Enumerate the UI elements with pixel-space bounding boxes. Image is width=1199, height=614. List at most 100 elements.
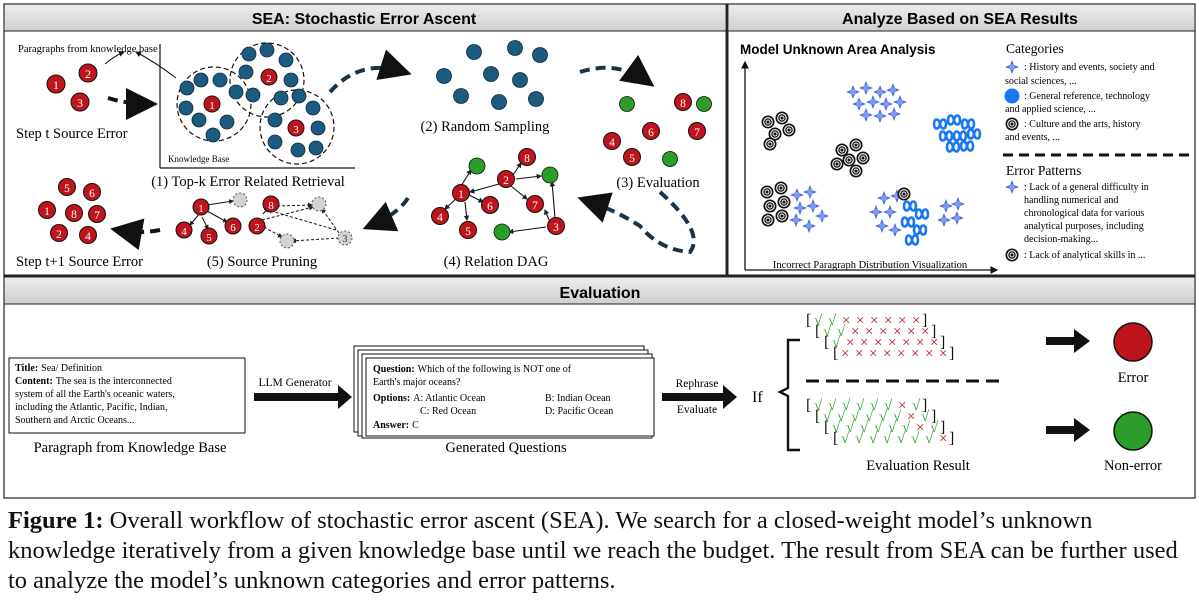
eval-error-node-6: 6 bbox=[642, 122, 660, 140]
result-bracket: ] bbox=[949, 345, 954, 362]
svg-text:2: 2 bbox=[85, 67, 91, 81]
paragraph-card: Title:Sea/ Definition Content:The sea is… bbox=[8, 357, 246, 456]
check-mark-icon: √ bbox=[879, 409, 888, 425]
check-mark-icon: √ bbox=[855, 431, 864, 447]
cross-mark-icon: × bbox=[893, 324, 901, 340]
result-bracket: ] bbox=[940, 419, 945, 436]
categories-legend: Categories : History and events, society… bbox=[1003, 41, 1190, 157]
check-mark-icon: √ bbox=[860, 420, 869, 436]
svg-text:1: 1 bbox=[53, 78, 59, 92]
categories-title: Categories bbox=[1006, 41, 1064, 56]
cluster-openai-2 bbox=[829, 137, 871, 179]
result-bracket: [ bbox=[833, 430, 838, 447]
svg-text:2: 2 bbox=[56, 229, 62, 241]
svg-text:1: 1 bbox=[209, 100, 215, 112]
cluster-claude-1 bbox=[846, 81, 907, 123]
cross-mark-icon: × bbox=[846, 335, 854, 351]
check-mark-icon: √ bbox=[828, 398, 837, 414]
check-mark-icon: √ bbox=[842, 398, 851, 414]
dag-node-2: 2 bbox=[497, 170, 515, 188]
svg-text:1: 1 bbox=[458, 189, 464, 201]
cross-mark-icon: × bbox=[883, 346, 891, 362]
cross-mark-icon: × bbox=[865, 324, 873, 340]
dashed-arrow-4 bbox=[577, 190, 696, 255]
t1-node-8: 8 bbox=[65, 204, 83, 222]
result-bracket: ] bbox=[931, 408, 936, 425]
dashed-arrow-5 bbox=[362, 196, 410, 232]
llm-generator-arrow: LLM Generator bbox=[254, 377, 352, 409]
cluster-mixed-1 bbox=[759, 180, 829, 233]
check-mark-icon: √ bbox=[841, 431, 850, 447]
pattern-1-line-5: decision-making... bbox=[1024, 234, 1098, 245]
cross-mark-icon: × bbox=[916, 420, 924, 436]
svg-text:Title:Sea/ Definition: Title:Sea/ Definition bbox=[15, 363, 102, 374]
svg-text:1: 1 bbox=[198, 203, 204, 215]
dag-node-8: 8 bbox=[518, 148, 536, 166]
cluster-meta-1 bbox=[932, 114, 982, 153]
cross-mark-icon: × bbox=[856, 313, 864, 329]
check-mark-icon: √ bbox=[930, 420, 939, 436]
cross-mark-icon: × bbox=[939, 431, 947, 447]
error-patterns-legend: Error Patterns : Lack of a general diffi… bbox=[1004, 163, 1149, 263]
questions-caption: Generated Questions bbox=[445, 440, 567, 456]
generated-questions-card: Question:Which of the following is NOT o… bbox=[353, 345, 655, 456]
error-arrow bbox=[1046, 329, 1090, 353]
cross-mark-icon: × bbox=[907, 324, 915, 340]
paragraph-title: Sea/ Definition bbox=[41, 363, 102, 374]
check-mark-icon: √ bbox=[902, 420, 911, 436]
prune-node-8: 8 bbox=[262, 195, 280, 213]
result-bracket: [ bbox=[815, 323, 820, 340]
check-mark-icon: √ bbox=[823, 409, 832, 425]
sea-step-t: 1 2 3 Step t Source Error bbox=[16, 63, 128, 142]
cross-mark-icon: × bbox=[870, 313, 878, 329]
check-mark-icon: √ bbox=[865, 409, 874, 425]
svg-text:6: 6 bbox=[89, 188, 95, 200]
retrieval-label: (1) Top-k Error Related Retrieval bbox=[151, 174, 345, 190]
pattern-2-line-1: : Lack of analytical skills in ... bbox=[1024, 250, 1145, 261]
prune-gray-node-3: 3 bbox=[337, 230, 353, 246]
caption-text: Overall workflow of stochastic error asc… bbox=[8, 507, 1178, 594]
cross-mark-icon: × bbox=[898, 398, 906, 414]
svg-text:2: 2 bbox=[254, 222, 260, 234]
dashed-arrow-3 bbox=[579, 54, 655, 87]
prune-node-4: 4 bbox=[175, 221, 193, 239]
check-mark-icon: √ bbox=[888, 420, 897, 436]
result-bracket: ] bbox=[931, 323, 936, 340]
svg-text:7: 7 bbox=[94, 210, 100, 222]
category-1-line-1: : History and events, society and bbox=[1024, 62, 1155, 73]
svg-text:Evaluate: Evaluate bbox=[677, 404, 717, 416]
dag-node-6: 6 bbox=[481, 196, 499, 214]
random-sampling-label: (2) Random Sampling bbox=[421, 119, 550, 135]
svg-text:Rephrase: Rephrase bbox=[676, 378, 719, 390]
step-t1-label: Step t+1 Source Error bbox=[16, 254, 143, 270]
if-label: If bbox=[752, 389, 763, 406]
svg-text:Earth's major oceans?: Earth's major oceans? bbox=[373, 377, 461, 388]
check-mark-icon: √ bbox=[911, 431, 920, 447]
svg-text:Answer:C: Answer:C bbox=[373, 420, 419, 431]
cross-mark-icon: × bbox=[860, 335, 868, 351]
prune-node-6: 6 bbox=[224, 217, 242, 235]
t1-node-6: 6 bbox=[83, 183, 101, 201]
unknown-area-plot: Model Unknown Area Analysis Incorrect Pa… bbox=[740, 42, 999, 274]
check-mark-icon: √ bbox=[814, 313, 823, 329]
result-error-rows: [√√××××××][√√××××××][√×××××××][××××××××] bbox=[806, 312, 954, 362]
category-2-line-2: and applied science, ... bbox=[1005, 104, 1096, 115]
svg-text:4: 4 bbox=[437, 212, 443, 224]
svg-text:1: 1 bbox=[44, 206, 50, 218]
svg-text:4: 4 bbox=[609, 137, 615, 149]
check-mark-icon: √ bbox=[837, 324, 846, 340]
kb-error-node-3: 3 bbox=[287, 119, 305, 137]
result-bracket: [ bbox=[824, 419, 829, 436]
category-1-line-2: social sciences, ... bbox=[1005, 76, 1077, 87]
cross-mark-icon: × bbox=[897, 346, 905, 362]
kb-axis-label: Knowledge Base bbox=[168, 154, 229, 164]
kb-error-node-2: 2 bbox=[260, 68, 278, 86]
svg-text:Southern and Arctic Oceans...: Southern and Arctic Oceans... bbox=[15, 415, 134, 426]
check-mark-icon: √ bbox=[921, 409, 930, 425]
cross-mark-icon: × bbox=[888, 335, 896, 351]
cross-mark-icon: × bbox=[879, 324, 887, 340]
cross-mark-icon: × bbox=[939, 346, 947, 362]
svg-text:8: 8 bbox=[71, 209, 77, 221]
sea-step-t1: 5 6 1 8 7 2 4 Step t+1 Source Error bbox=[16, 178, 143, 270]
prune-node-1: 1 bbox=[192, 198, 210, 216]
